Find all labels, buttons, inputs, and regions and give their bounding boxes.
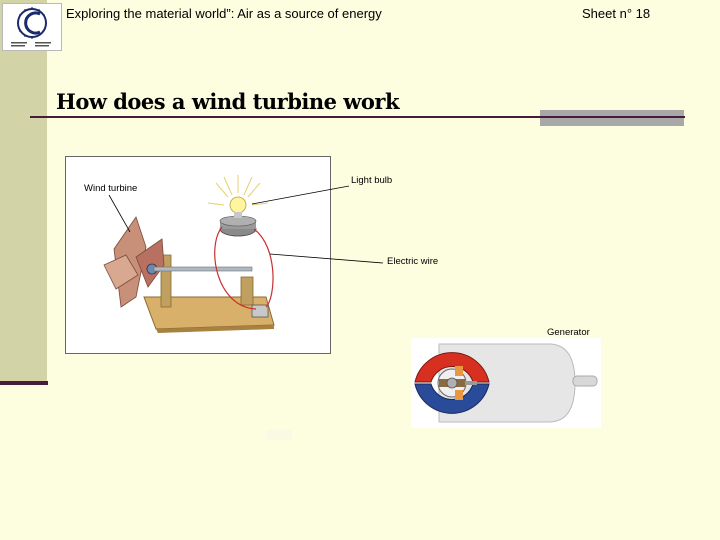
label-electric-wire: Electric wire [387,256,439,267]
label-light-bulb: Light bulb [351,175,393,186]
left-side-band [0,0,47,383]
title-accent-bar [540,110,684,116]
label-generator: Generator [547,327,590,338]
label-wind-turbine: Wind turbine [84,183,138,194]
title-underline [30,116,685,118]
document-title: Exploring the material world”: Air as a … [66,6,382,21]
left-band-underline [0,381,48,385]
title-accent-bar-lower [540,118,684,126]
sheet-number: Sheet n° 18 [582,6,651,21]
council-logo-icon [2,3,62,51]
slide-title: How does a wind turbine work [56,89,400,114]
faint-watermark [266,430,292,440]
generator-cutaway-illustration [411,338,601,428]
